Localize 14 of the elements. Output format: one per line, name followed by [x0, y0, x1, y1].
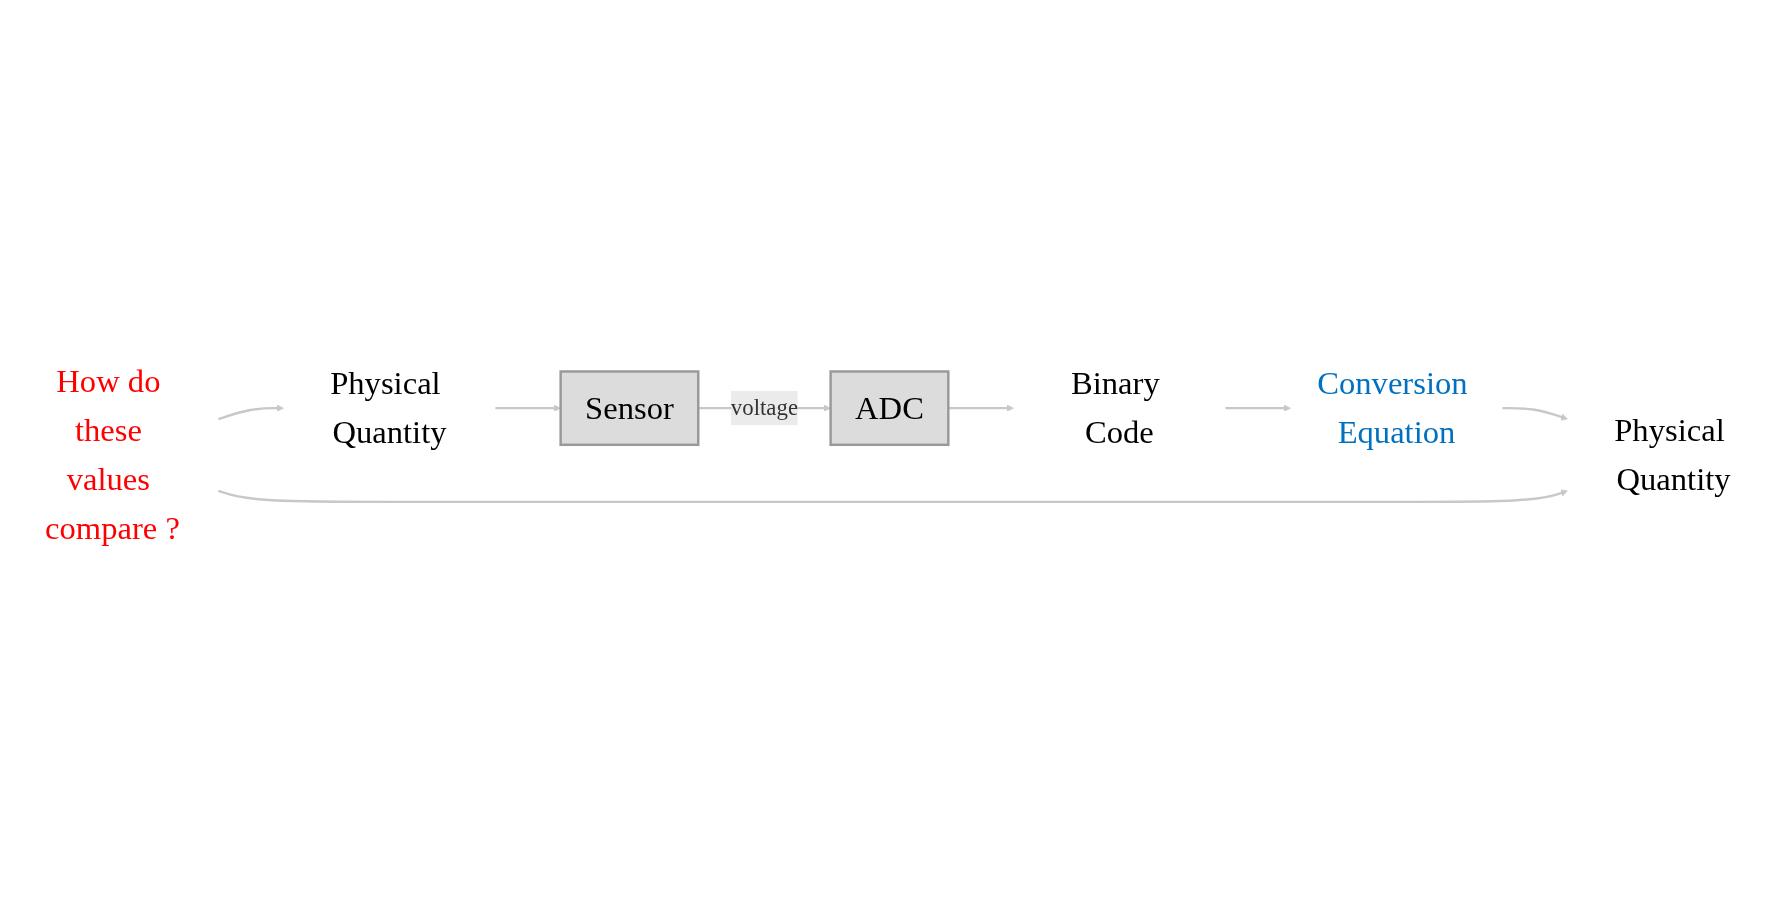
node-text: Physical Quantity [330, 364, 447, 451]
arrow [948, 404, 1014, 412]
edge-label: voltage [730, 395, 799, 421]
node-text: Physical Quantity [1614, 411, 1731, 498]
node-text: Binary Code [1071, 364, 1160, 451]
arrow [218, 404, 284, 421]
arrow [1502, 406, 1568, 421]
node-box: ADC [829, 370, 950, 447]
node-box: Sensor [559, 370, 700, 447]
arrow [1225, 404, 1291, 412]
node-text: How do these values compare ? [45, 362, 180, 547]
arrow [495, 404, 561, 412]
node-text: Conversion Equation [1317, 364, 1468, 451]
arrow [218, 489, 1568, 504]
